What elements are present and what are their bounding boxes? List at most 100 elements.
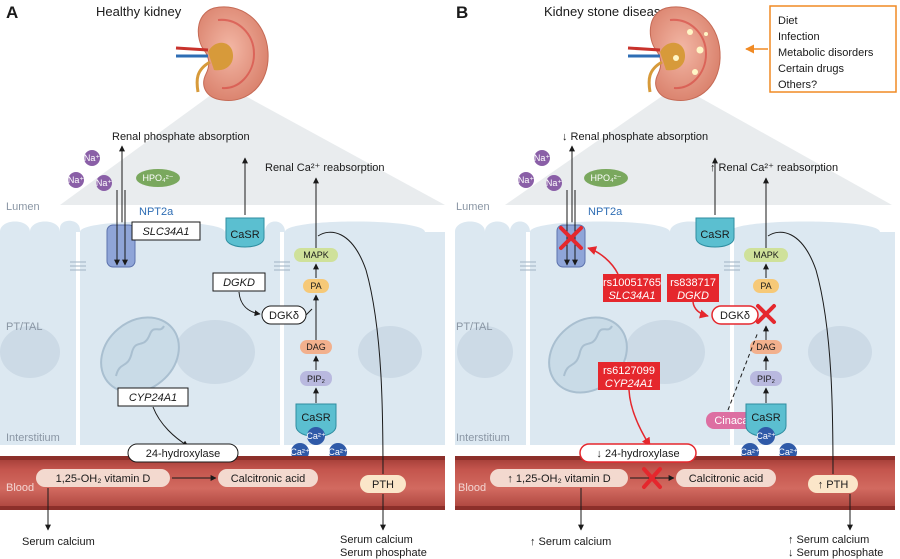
zone-interstitium: Interstitium: [6, 432, 60, 444]
svg-text:Ca²⁺: Ca²⁺: [306, 431, 326, 441]
hydroxylase-box: [127, 443, 239, 463]
npt2a-transporter: [556, 224, 586, 268]
serum-calcium-label-right: ↑ Serum calcium: [788, 534, 869, 546]
svg-text:Na⁺: Na⁺: [68, 175, 85, 185]
zone-lumen: Lumen: [6, 201, 40, 213]
phosphate-absorption-label: ↓ Renal phosphate absorption: [562, 131, 708, 143]
pa-node: [753, 279, 779, 293]
svg-text:DAG: DAG: [756, 342, 776, 352]
casr-receptor: [225, 217, 265, 248]
svg-text:CaSR: CaSR: [751, 412, 780, 424]
sodium-ion: [84, 150, 100, 166]
svg-text:rs838717: rs838717: [670, 277, 716, 289]
nucleus: [457, 326, 513, 378]
panel-a-letter: A: [6, 3, 18, 22]
svg-text:DGKD: DGKD: [223, 277, 255, 289]
calcium-ion: [757, 427, 775, 445]
svg-text:rs10051765: rs10051765: [603, 277, 661, 289]
pa-node: [303, 279, 329, 293]
calcitronic-acid-box: [676, 469, 776, 487]
serum-calcium-label: Serum calcium: [22, 536, 95, 548]
svg-text:HPO₄²⁻: HPO₄²⁻: [591, 173, 622, 183]
svg-text:Ca²⁺: Ca²⁺: [740, 447, 760, 457]
mapk-node: [744, 248, 788, 262]
tight-junction: [70, 261, 290, 271]
pth-box: [360, 475, 406, 493]
calcium-ion: [307, 427, 325, 445]
sodium-ion: [68, 172, 84, 188]
panel-b-title: Kidney stone disease: [544, 4, 668, 19]
calcitronic-acid-box: [218, 469, 318, 487]
zone-lumen: Lumen: [456, 201, 490, 213]
phosphate-absorption-label: Renal phosphate absorption: [112, 131, 250, 143]
svg-text:PIP₂: PIP₂: [757, 374, 776, 384]
sodium-ion: [518, 172, 534, 188]
snp-box-slc34a1: [603, 274, 661, 302]
risk-factor-item: Certain drugs: [778, 63, 845, 75]
svg-text:PA: PA: [310, 281, 321, 291]
zone-blood: Blood: [458, 482, 486, 494]
svg-text:SLC34A1: SLC34A1: [608, 290, 655, 302]
sodium-ion: [534, 150, 550, 166]
tight-junction: [520, 261, 740, 271]
nucleus: [0, 326, 60, 378]
svg-text:↑ 1,25-OH₂ vitamin D: ↑ 1,25-OH₂ vitamin D: [507, 473, 610, 485]
vitamin-d-box: [36, 469, 170, 487]
svg-text:1,25-OH₂ vitamin D: 1,25-OH₂ vitamin D: [56, 473, 151, 485]
svg-text:SLC34A1: SLC34A1: [142, 226, 189, 238]
svg-text:↑ PTH: ↑ PTH: [818, 479, 849, 491]
pth-feedback-arrow: [767, 231, 834, 475]
svg-text:CaSR: CaSR: [230, 229, 259, 241]
svg-text:CaSR: CaSR: [700, 229, 729, 241]
snp-box-dgkd: [667, 274, 719, 302]
zone-pt-tal: PT/TAL: [456, 321, 492, 333]
block-cross-icon: [559, 226, 583, 250]
risk-factor-item: Others?: [778, 79, 817, 91]
ca-reabsorption-label: Renal Ca²⁺ reabsorption: [265, 162, 385, 174]
zoom-cone: [60, 92, 445, 205]
dgkd-gene-box: [212, 272, 266, 292]
svg-text:DGKδ: DGKδ: [269, 310, 299, 322]
sodium-ion: [546, 175, 562, 191]
phosphate-ion: [136, 169, 180, 187]
panel-a: A Healthy kidney Renal phosphate absorpt…: [0, 3, 445, 559]
svg-text:Ca²⁺: Ca²⁺: [756, 431, 776, 441]
risk-factor-item: Infection: [778, 31, 820, 43]
svg-text:rs6127099: rs6127099: [603, 365, 655, 377]
zoom-cone: [505, 92, 892, 205]
svg-text:PIP₂: PIP₂: [307, 374, 326, 384]
ca-reabsorption-label: ↑ Renal Ca²⁺ reabsorption: [710, 162, 838, 174]
dgkd-protein: [711, 305, 759, 325]
pip2-node: [750, 371, 782, 386]
serum-calcium-label: ↑ Serum calcium: [530, 536, 611, 548]
risk-factors-box: [769, 5, 897, 93]
hydroxylase-box: [579, 443, 697, 463]
zone-pt-tal: PT/TAL: [6, 321, 42, 333]
zone-blood: Blood: [6, 482, 34, 494]
svg-text:Ca²⁺: Ca²⁺: [290, 447, 310, 457]
svg-text:Na⁺: Na⁺: [96, 178, 113, 188]
dag-node: [750, 340, 782, 354]
svg-text:24-hydroxylase: 24-hydroxylase: [146, 448, 221, 460]
svg-text:DAG: DAG: [306, 342, 326, 352]
serum-calcium-label-right: Serum calcium: [340, 534, 413, 546]
npt2a-transporter: [106, 224, 136, 268]
kidney-illustration: [175, 6, 269, 101]
snp-box-cyp24a1: [598, 362, 660, 390]
svg-text:Ca²⁺: Ca²⁺: [778, 447, 798, 457]
svg-text:HPO₄²⁻: HPO₄²⁻: [143, 173, 174, 183]
block-cross-icon: [642, 467, 662, 489]
svg-text:Calcitronic acid: Calcitronic acid: [231, 473, 306, 485]
risk-factor-item: Diet: [778, 15, 798, 27]
cyp24a1-gene-box: [117, 387, 189, 407]
block-cross-icon: [756, 304, 776, 324]
panel-b: B Kidney stone disease Diet Infection Me…: [455, 3, 897, 559]
svg-text:Ca²⁺: Ca²⁺: [328, 447, 348, 457]
svg-text:CaSR: CaSR: [301, 412, 330, 424]
phosphate-ion: [584, 169, 628, 187]
casr-receptor: [695, 217, 735, 248]
svg-text:↓ 24-hydroxylase: ↓ 24-hydroxylase: [596, 448, 679, 460]
mapk-node: [294, 248, 338, 262]
nucleus: [175, 320, 255, 384]
